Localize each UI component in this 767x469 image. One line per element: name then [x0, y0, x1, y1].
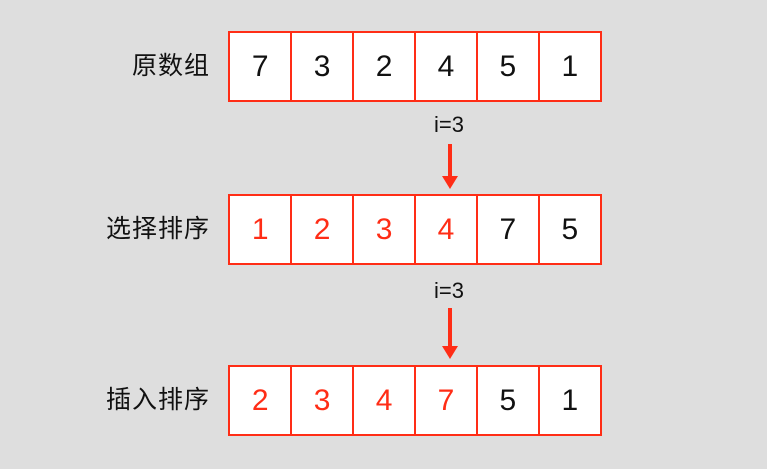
index-pointer-label: i=3	[434, 278, 464, 303]
array-cell: 2	[289, 194, 355, 265]
arrow-down-icon	[442, 144, 458, 189]
array-cell: 4	[351, 365, 417, 436]
array-cell: 3	[351, 194, 417, 265]
array-cell: 5	[475, 365, 541, 436]
array-cell: 4	[413, 194, 479, 265]
array-cell: 2	[351, 31, 417, 102]
array-original: 7 3 2 4 5 1	[228, 31, 603, 102]
row-label-insertion-sort: 插入排序	[105, 386, 210, 414]
array-cell: 1	[228, 194, 293, 265]
array-selection-sort: 1 2 3 4 7 5	[228, 194, 603, 265]
array-insertion-sort: 2 3 4 7 5 1	[228, 365, 603, 436]
row-label-selection-sort: 选择排序	[105, 215, 210, 243]
index-pointer-label: i=3	[434, 112, 464, 137]
arrow-stem	[448, 308, 452, 346]
arrow-head	[442, 346, 458, 359]
array-cell: 4	[413, 31, 479, 102]
array-cell: 7	[228, 31, 293, 102]
arrow-stem	[448, 144, 452, 176]
arrow-down-icon	[442, 308, 458, 359]
array-cell: 1	[537, 365, 603, 436]
arrow-head	[442, 176, 458, 189]
row-label-original-array: 原数组	[131, 52, 210, 80]
array-cell: 1	[537, 31, 603, 102]
array-cell: 3	[289, 365, 355, 436]
array-cell: 7	[413, 365, 479, 436]
array-cell: 7	[475, 194, 541, 265]
array-cell: 5	[475, 31, 541, 102]
array-cell: 3	[289, 31, 355, 102]
array-cell: 2	[228, 365, 293, 436]
array-cell: 5	[537, 194, 603, 265]
